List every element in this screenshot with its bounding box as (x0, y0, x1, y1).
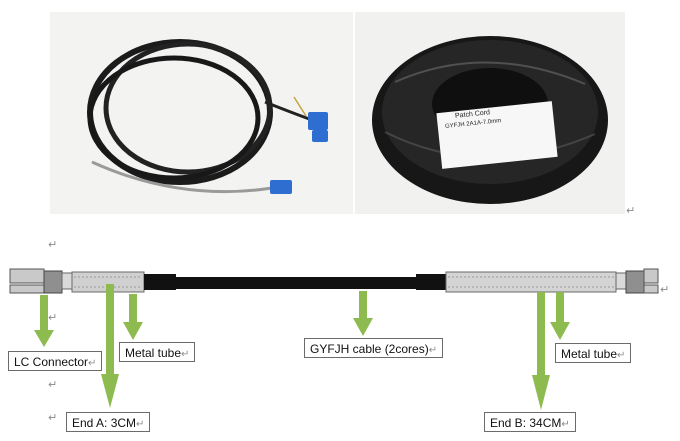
paragraph-mark: ↵ (626, 205, 636, 217)
paragraph-mark: ↵ (660, 284, 670, 296)
paragraph-mark: ↵ (48, 379, 58, 391)
boot-right (416, 274, 446, 290)
paragraph-mark: ↵ (48, 412, 58, 424)
arrow-lc-connector (34, 295, 54, 347)
boot-left (144, 274, 176, 290)
photo-cable-coil (50, 12, 353, 214)
label-end-b: End B: 34CM↵ (484, 412, 576, 432)
label-metal-tube-right: Metal tube↵ (555, 343, 632, 363)
callout-arrows (34, 284, 570, 410)
label-metal-tube-left: Metal tube↵ (119, 342, 196, 362)
arrow-end-a (101, 284, 119, 408)
lc-connector-left (9, 268, 73, 294)
arrow-metal-tube-left (123, 294, 143, 340)
cable-body (176, 277, 416, 289)
arrow-cable (353, 291, 373, 336)
photo-cable-roll: Patch Cord GYFJH 2A1A-7.0mm (355, 12, 625, 214)
label-lc-connector: LC Connector↵ (8, 351, 103, 371)
paragraph-mark: ↵ (48, 239, 58, 251)
paragraph-mark: ↵ (48, 312, 58, 324)
arrow-end-b (532, 292, 550, 410)
metal-tube-right (445, 271, 617, 293)
lc-connector-right (615, 268, 659, 294)
label-end-a: End A: 3CM↵ (66, 412, 151, 432)
cable-diagram (9, 268, 659, 410)
label-cable: GYFJH cable (2cores)↵ (304, 338, 444, 358)
arrow-metal-tube-right (550, 292, 570, 340)
